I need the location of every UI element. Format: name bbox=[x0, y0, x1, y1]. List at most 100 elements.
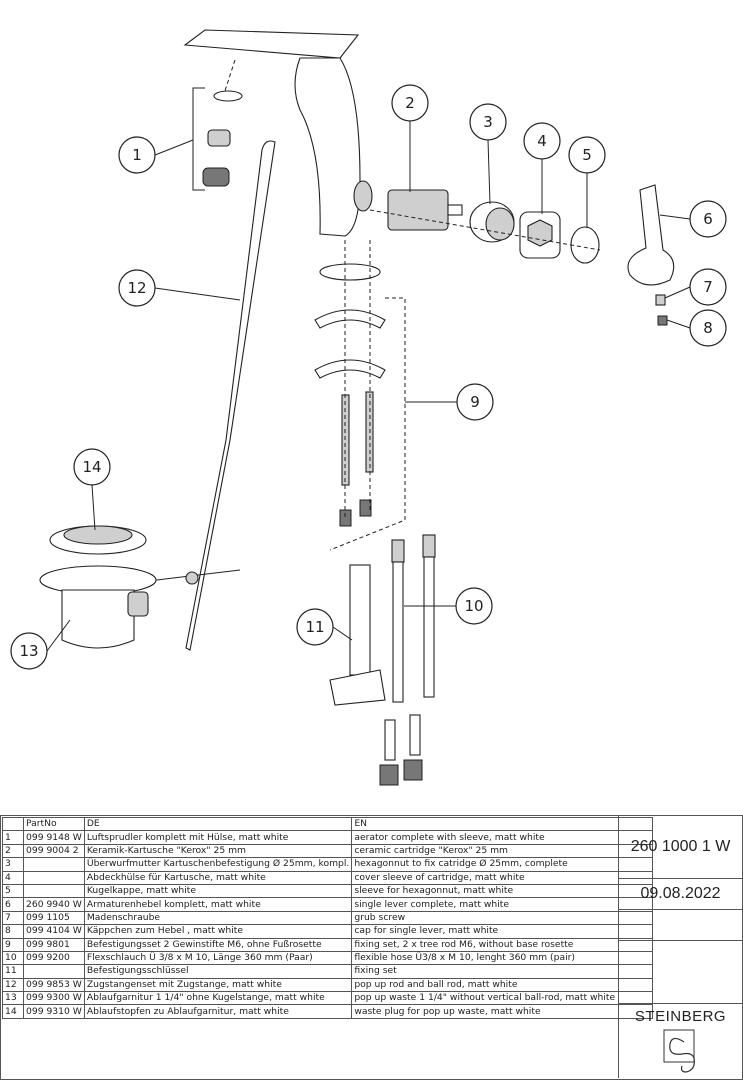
description-de: Befestigungsset 2 Gewinstifte M6, ohne F… bbox=[83, 937, 353, 952]
part-no: 099 9300 W bbox=[23, 991, 85, 1006]
row-num: 12 bbox=[2, 977, 24, 993]
description-en: fixing set bbox=[351, 964, 654, 979]
description-de: Kugelkappe, matt white bbox=[83, 883, 353, 899]
row-num: 2 bbox=[2, 843, 24, 859]
svg-text:8: 8 bbox=[703, 319, 713, 337]
header-num bbox=[2, 816, 24, 832]
flex-hoses bbox=[379, 534, 436, 786]
description-en: sleeve for hexagonnut, matt white bbox=[351, 883, 654, 899]
brand-logo: STEINBERG bbox=[619, 1004, 742, 1078]
leader-lines bbox=[46, 121, 691, 652]
description-en: grub screw bbox=[351, 910, 654, 926]
svg-text:14: 14 bbox=[82, 458, 101, 476]
steinberg-logo-icon bbox=[663, 1029, 695, 1073]
lever bbox=[627, 184, 675, 326]
row-num: 10 bbox=[2, 950, 24, 966]
description-de: Abdeckhülse für Kartusche, matt white bbox=[83, 870, 353, 885]
callout-14: 14 bbox=[73, 448, 111, 486]
description-de: Käppchen zum Hebel , matt white bbox=[83, 924, 353, 939]
callout-6: 6 bbox=[689, 200, 727, 238]
title-block: 260 1000 1 W 09.08.2022 STEINBERG bbox=[618, 815, 742, 1078]
callout-8: 8 bbox=[689, 309, 727, 347]
empty-cell bbox=[619, 941, 742, 1004]
part-no bbox=[23, 857, 85, 872]
callout-5: 5 bbox=[568, 136, 606, 174]
description-de: Überwurfmutter Kartuschenbefestigung Ø 2… bbox=[83, 857, 353, 872]
aerator-parts bbox=[192, 87, 243, 191]
row-num: 11 bbox=[2, 964, 24, 979]
description-en: ceramic cartridge "Kerox" 25 mm bbox=[351, 843, 654, 859]
header-en: EN bbox=[351, 816, 654, 832]
row-num: 4 bbox=[2, 870, 24, 885]
svg-text:11: 11 bbox=[305, 618, 324, 636]
svg-text:2: 2 bbox=[405, 94, 415, 112]
row-num: 3 bbox=[2, 857, 24, 872]
callout-3: 3 bbox=[469, 103, 507, 141]
description-de: Luftsprudler komplett mit Hülse, matt wh… bbox=[83, 830, 353, 845]
description-de: Armaturenhebel komplett, matt white bbox=[83, 897, 353, 912]
svg-text:6: 6 bbox=[703, 210, 713, 228]
callout-11: 11 bbox=[296, 608, 334, 646]
description-en: pop up rod and ball rod, matt white bbox=[351, 977, 654, 993]
part-no: 099 9200 bbox=[23, 950, 85, 966]
description-en: hexagonnut to fix catridge Ø 25mm, compl… bbox=[351, 857, 654, 872]
svg-text:10: 10 bbox=[464, 597, 483, 615]
callout-1: 1 bbox=[118, 136, 156, 174]
callout-13: 13 bbox=[10, 632, 48, 670]
svg-text:1: 1 bbox=[132, 146, 142, 164]
description-en: flexible hose Ü3/8 x M 10, lenght 360 mm… bbox=[351, 950, 654, 966]
part-no: 099 9853 W bbox=[23, 977, 85, 993]
date: 09.08.2022 bbox=[619, 879, 742, 910]
callout-2: 2 bbox=[391, 84, 429, 122]
table-header-row: PartNo DE EN bbox=[2, 816, 654, 832]
svg-text:5: 5 bbox=[582, 146, 592, 164]
description-de: Zugstangenset mit Zugstange, matt white bbox=[83, 977, 353, 993]
callout-10: 10 bbox=[455, 587, 493, 625]
part-no: 099 9004 2 bbox=[23, 843, 85, 859]
part-no bbox=[23, 870, 85, 885]
svg-text:4: 4 bbox=[537, 132, 547, 150]
cartridge-assembly bbox=[369, 189, 601, 264]
pop-up-rod bbox=[139, 140, 276, 651]
description-en: fixing set, 2 x tree rod M6, without bas… bbox=[351, 937, 654, 952]
exploded-parts-drawing: 1 2 3 4 5 6 7 8 9 10 11 12 13 14 bbox=[10, 29, 727, 786]
callout-9: 9 bbox=[456, 383, 494, 421]
table-row: 3 Überwurfmutter Kartuschenbefestigung Ø … bbox=[2, 857, 654, 872]
row-num: 13 bbox=[2, 991, 24, 1006]
description-de: Flexschlauch Ü 3/8 x M 10, Länge 360 mm … bbox=[83, 950, 353, 966]
header-part-no: PartNo bbox=[23, 816, 85, 832]
part-no: 260 9940 W bbox=[23, 897, 85, 912]
part-no bbox=[23, 964, 85, 979]
description-de: Ablaufgarnitur 1 1/4" ohne Kugelstange, … bbox=[83, 991, 353, 1006]
callout-4: 4 bbox=[523, 122, 561, 160]
brand-name: STEINBERG bbox=[634, 1008, 727, 1025]
description-en: waste plug for pop up waste, matt white bbox=[351, 1004, 654, 1019]
callout-7: 7 bbox=[689, 268, 727, 306]
svg-text:7: 7 bbox=[703, 278, 713, 296]
row-num: 9 bbox=[2, 937, 24, 952]
description-en: pop up waste 1 1/4" without vertical bal… bbox=[351, 991, 654, 1006]
description-en: cover sleeve of cartridge, matt white bbox=[351, 870, 654, 885]
article-number: 260 1000 1 W bbox=[619, 815, 742, 879]
part-no: 099 4104 W bbox=[23, 924, 85, 939]
part-no: 099 9801 bbox=[23, 937, 85, 952]
row-num: 5 bbox=[2, 883, 24, 899]
svg-text:13: 13 bbox=[19, 642, 38, 660]
svg-text:12: 12 bbox=[127, 279, 146, 297]
row-num: 1 bbox=[2, 830, 24, 845]
fixing-set bbox=[314, 240, 406, 551]
fixing-key bbox=[329, 564, 386, 706]
part-no: 099 9310 W bbox=[23, 1004, 85, 1019]
part-no bbox=[23, 883, 85, 899]
